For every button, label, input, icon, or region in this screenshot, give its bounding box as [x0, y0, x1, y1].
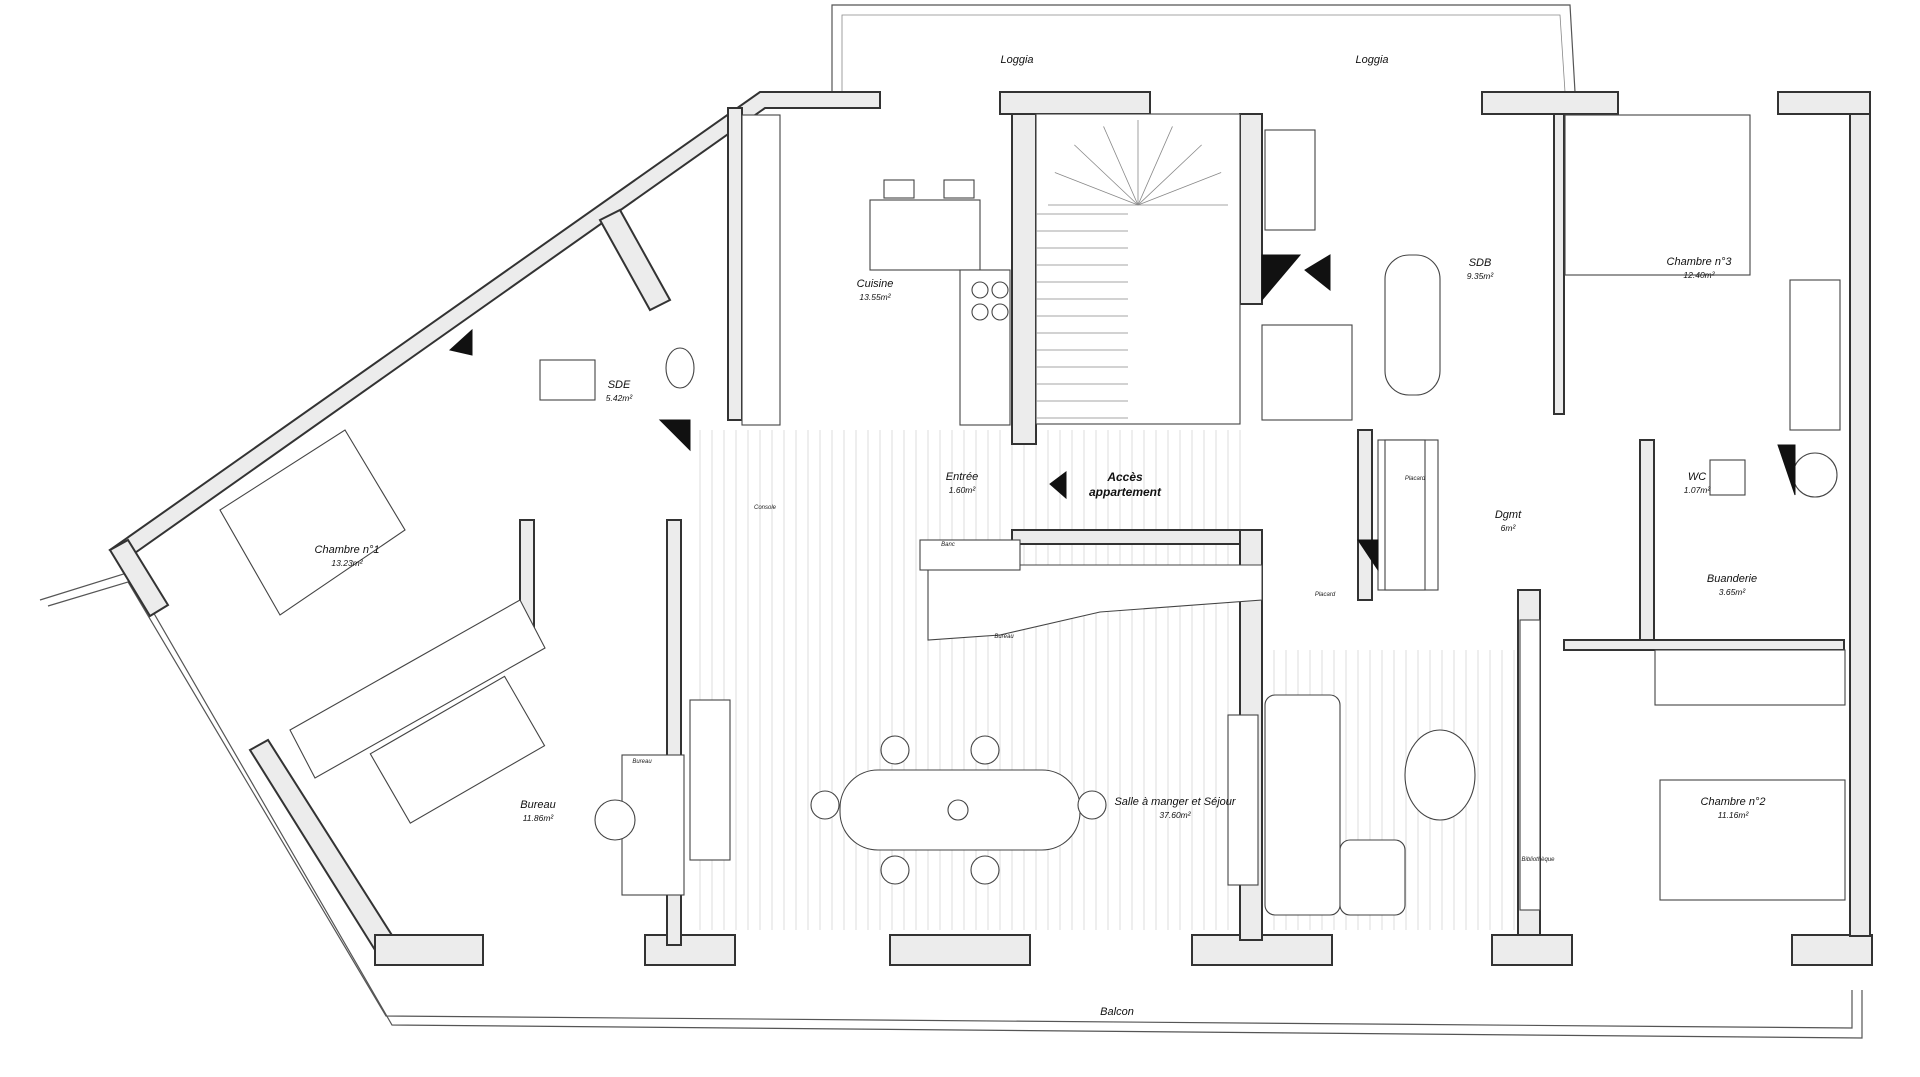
room-name: Dgmt	[1494, 509, 1522, 521]
room-area: 11.86m²	[522, 813, 554, 823]
room-area: 11.16m²	[1717, 810, 1749, 820]
room-name: Chambre n°1	[314, 544, 380, 556]
room-name: Entrée	[945, 471, 979, 483]
desk	[369, 675, 731, 896]
balcony-outline-inner	[47, 581, 1853, 1029]
label-banc: Banc	[941, 542, 955, 548]
label-bibliotheque: Bibliothèque	[1521, 857, 1555, 863]
label-bureau: Bureau 11.86m²	[520, 799, 555, 823]
living-furniture	[1227, 694, 1476, 916]
room-name: Cuisine	[856, 278, 894, 290]
label-sde: SDE 5.42m²	[606, 379, 632, 403]
beds	[219, 114, 1846, 901]
room-area: 1.07m²	[1683, 485, 1711, 495]
room-area: 1.60m²	[948, 485, 976, 495]
dining-table	[810, 735, 1107, 885]
label-cuisine: Cuisine 13.55m²	[857, 278, 894, 302]
room-area: 5.42m²	[605, 393, 633, 403]
access-line-1: Accès	[1107, 470, 1143, 484]
room-name: SDE	[607, 379, 631, 391]
access-line-2: appartement	[1088, 485, 1162, 499]
room-area: 9.35m²	[1466, 271, 1494, 281]
label-loggia-left: Loggia	[1000, 54, 1033, 66]
room-name: Buanderie	[1706, 573, 1758, 585]
room-area: 13.23m²	[331, 558, 363, 568]
label-loggia-right: Loggia	[1355, 54, 1388, 66]
label-buanderie: Buanderie 3.65m²	[1707, 573, 1757, 597]
staircase	[1035, 113, 1241, 425]
room-name: SDB	[1468, 257, 1492, 269]
label-sejour: Salle à manger et Séjour 37.60m²	[1114, 796, 1235, 820]
room-name: WC	[1687, 471, 1707, 483]
room-name: Loggia	[1000, 54, 1034, 66]
label-chambre-2: Chambre n°2 11.16m²	[1701, 796, 1766, 820]
room-name: Chambre n°3	[1666, 256, 1732, 268]
label-console: Console	[753, 505, 777, 511]
label-bureau-small: Bureau	[632, 759, 652, 765]
label-bureau-desk: Bureau	[994, 634, 1014, 640]
loggia-outline	[831, 4, 1576, 93]
label-balcon: Balcon	[1100, 1006, 1134, 1018]
room-name: Balcon	[1100, 1006, 1134, 1018]
label-placard-sejour: Placard	[1314, 592, 1336, 598]
label-placard-dgmt: Placard	[1404, 476, 1426, 482]
room-name: Bureau	[520, 799, 556, 811]
wardrobes	[289, 279, 1846, 911]
shafts	[448, 254, 1796, 572]
room-name: Salle à manger et Séjour	[1114, 796, 1236, 808]
room-area: 12.40m²	[1683, 270, 1715, 280]
label-chambre-3: Chambre n°3 12.40m²	[1667, 256, 1732, 280]
label-dgmt: Dgmt 6m²	[1495, 509, 1521, 533]
entrance-arrow-icon	[1049, 471, 1067, 500]
label-sdb: SDB 9.35m²	[1467, 257, 1493, 281]
exterior-walls	[108, 91, 1873, 966]
access-label: Accès appartement	[1089, 470, 1161, 500]
room-name: Loggia	[1355, 54, 1389, 66]
balcony-outline	[39, 571, 1863, 1039]
entry-bench	[919, 539, 1263, 641]
room-area: 6m²	[1500, 523, 1516, 533]
label-chambre-1: Chambre n°1 13.23m²	[315, 544, 380, 568]
loggia-outline-inner	[841, 14, 1566, 93]
label-entree: Entrée 1.60m²	[946, 471, 978, 495]
label-wc: WC 1.07m²	[1684, 471, 1710, 495]
room-name: Chambre n°2	[1700, 796, 1766, 808]
kitchen	[741, 114, 1011, 426]
room-area: 37.60m²	[1159, 810, 1191, 820]
room-area: 13.55m²	[859, 292, 891, 302]
room-area: 3.65m²	[1718, 587, 1746, 597]
bathroom-fixtures	[539, 129, 1838, 591]
